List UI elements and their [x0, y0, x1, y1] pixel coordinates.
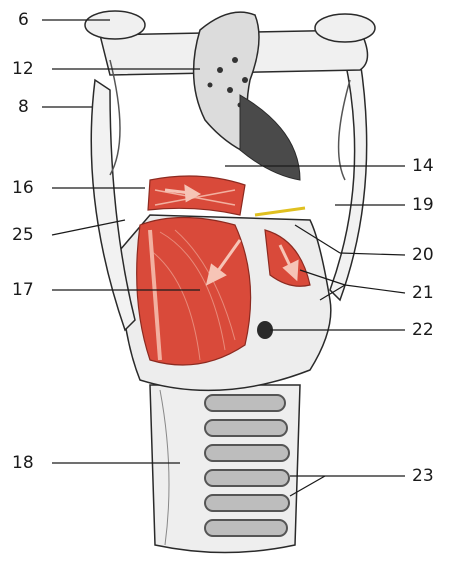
label-18: 18	[12, 453, 34, 473]
label-6: 6	[18, 10, 29, 30]
trachea	[150, 385, 300, 553]
label-19: 19	[412, 195, 434, 215]
posterior-cricoarytenoid-muscle	[137, 218, 251, 366]
label-17: 17	[12, 280, 34, 300]
label-12: 12	[12, 59, 34, 79]
label-22: 22	[412, 320, 434, 340]
label-16: 16	[12, 178, 34, 198]
laryngeal-aperture	[240, 95, 300, 180]
label-21: 21	[412, 283, 434, 303]
label-8: 8	[18, 97, 29, 117]
label-23: 23	[412, 466, 434, 486]
probe	[255, 208, 305, 215]
label-25: 25	[12, 225, 34, 245]
label-20: 20	[412, 245, 434, 265]
label-14: 14	[412, 156, 434, 176]
